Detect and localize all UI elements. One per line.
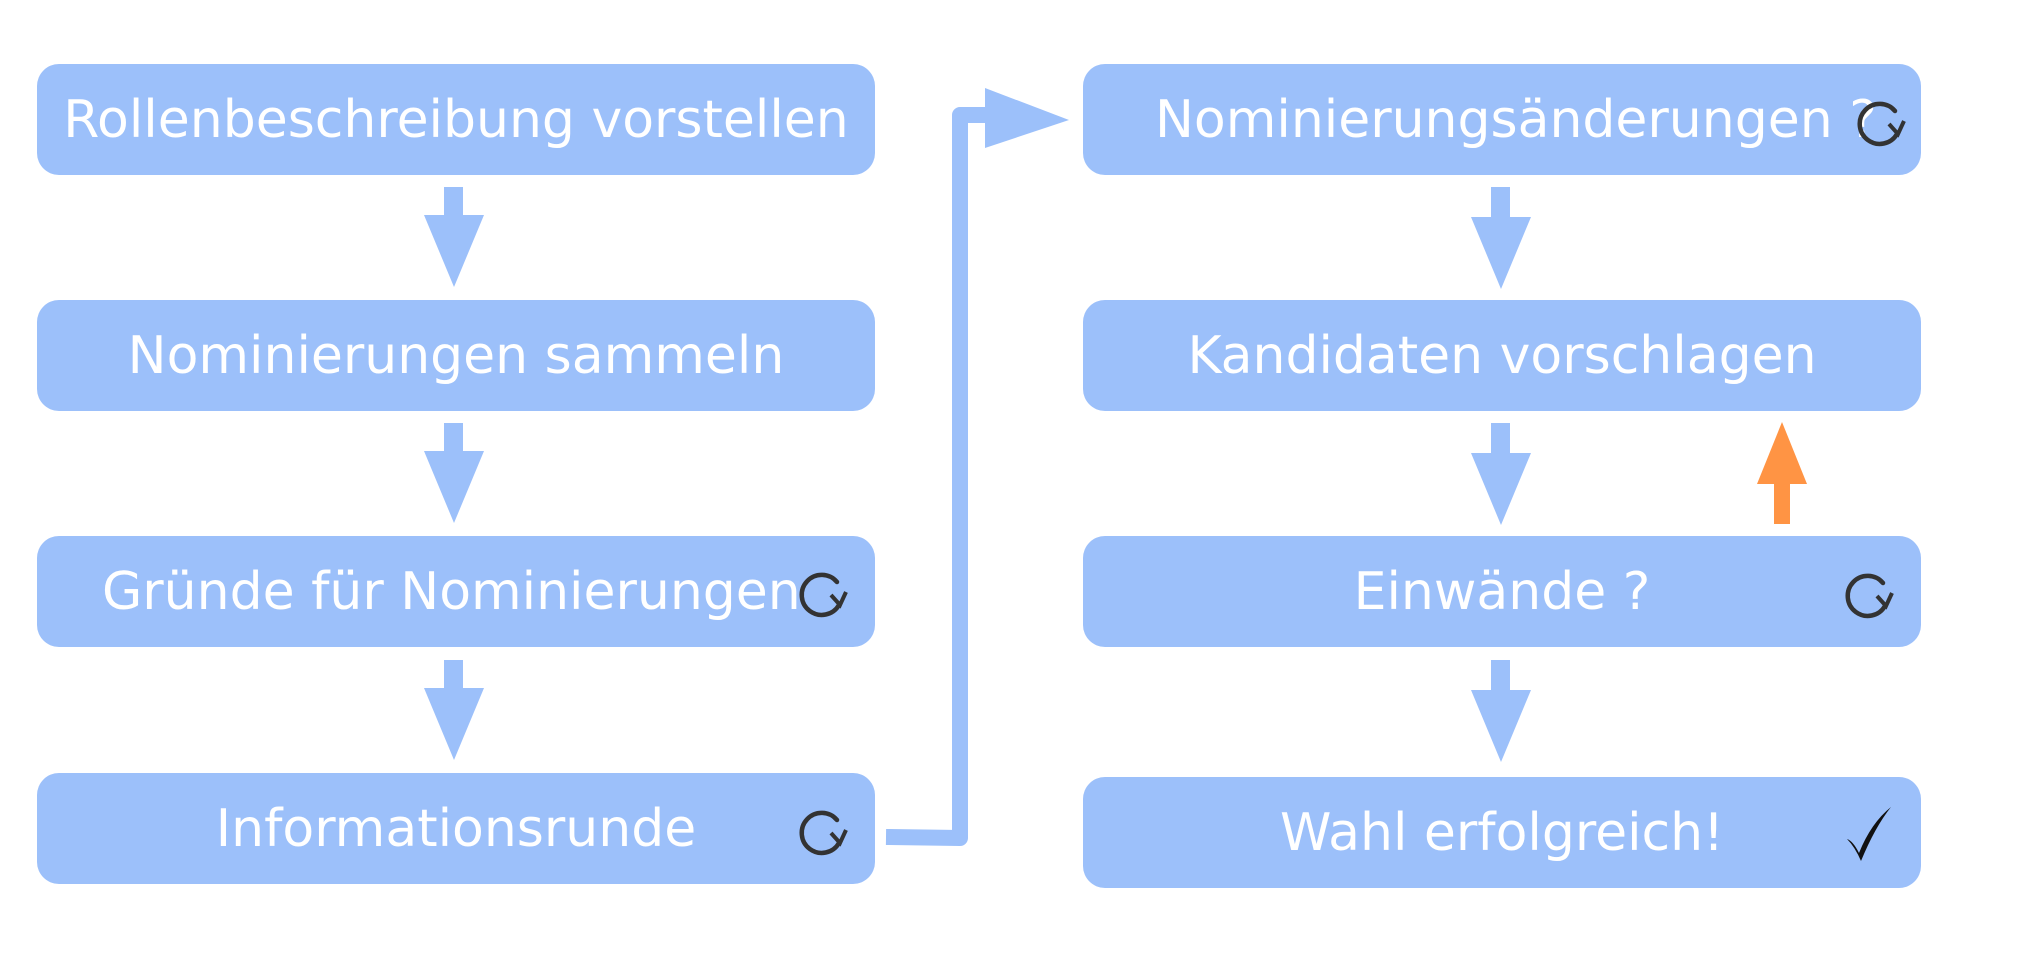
step-label: Gründe für Nominierungen — [102, 561, 801, 622]
step-einwaende: Einwände ? — [1083, 536, 1921, 647]
step-kandidaten-vorschlagen: Kandidaten vorschlagen — [1083, 300, 1921, 411]
checkmark-icon — [1847, 807, 1891, 861]
step-label: Nominierungen sammeln — [127, 325, 785, 386]
step-label: Kandidaten vorschlagen — [1187, 325, 1817, 386]
feedback-arrow-up — [1757, 422, 1807, 524]
arrow-down-right-2 — [1471, 423, 1531, 525]
arrow-down-left-2 — [424, 423, 484, 523]
step-nominierungsaenderungen: Nominierungsänderungen ? — [1083, 64, 1921, 175]
step-label: Rollenbeschreibung vorstellen — [63, 89, 849, 150]
step-wahl-erfolgreich: Wahl erfolgreich! — [1083, 777, 1921, 888]
step-label: Nominierungsänderungen ? — [1155, 89, 1877, 150]
repeat-icon — [1845, 573, 1894, 619]
step-nominierungen-sammeln: Nominierungen sammeln — [37, 300, 875, 411]
step-gruende: Gründe für Nominierungen — [37, 536, 875, 647]
arrow-down-right-3 — [1471, 660, 1531, 762]
repeat-icon — [799, 810, 848, 856]
elbow-connector — [885, 88, 1069, 846]
repeat-icon — [799, 572, 848, 618]
arrow-down-left-3 — [424, 660, 484, 760]
arrow-down-right-1 — [1471, 187, 1531, 289]
step-label: Wahl erfolgreich! — [1280, 802, 1724, 863]
step-label: Informationsrunde — [215, 798, 697, 859]
step-label: Einwände ? — [1353, 561, 1651, 622]
repeat-icon — [1857, 101, 1906, 147]
step-informationsrunde: Informationsrunde — [37, 773, 875, 884]
arrow-down-left-1 — [424, 187, 484, 287]
step-rollenbeschreibung: Rollenbeschreibung vorstellen — [37, 64, 875, 175]
